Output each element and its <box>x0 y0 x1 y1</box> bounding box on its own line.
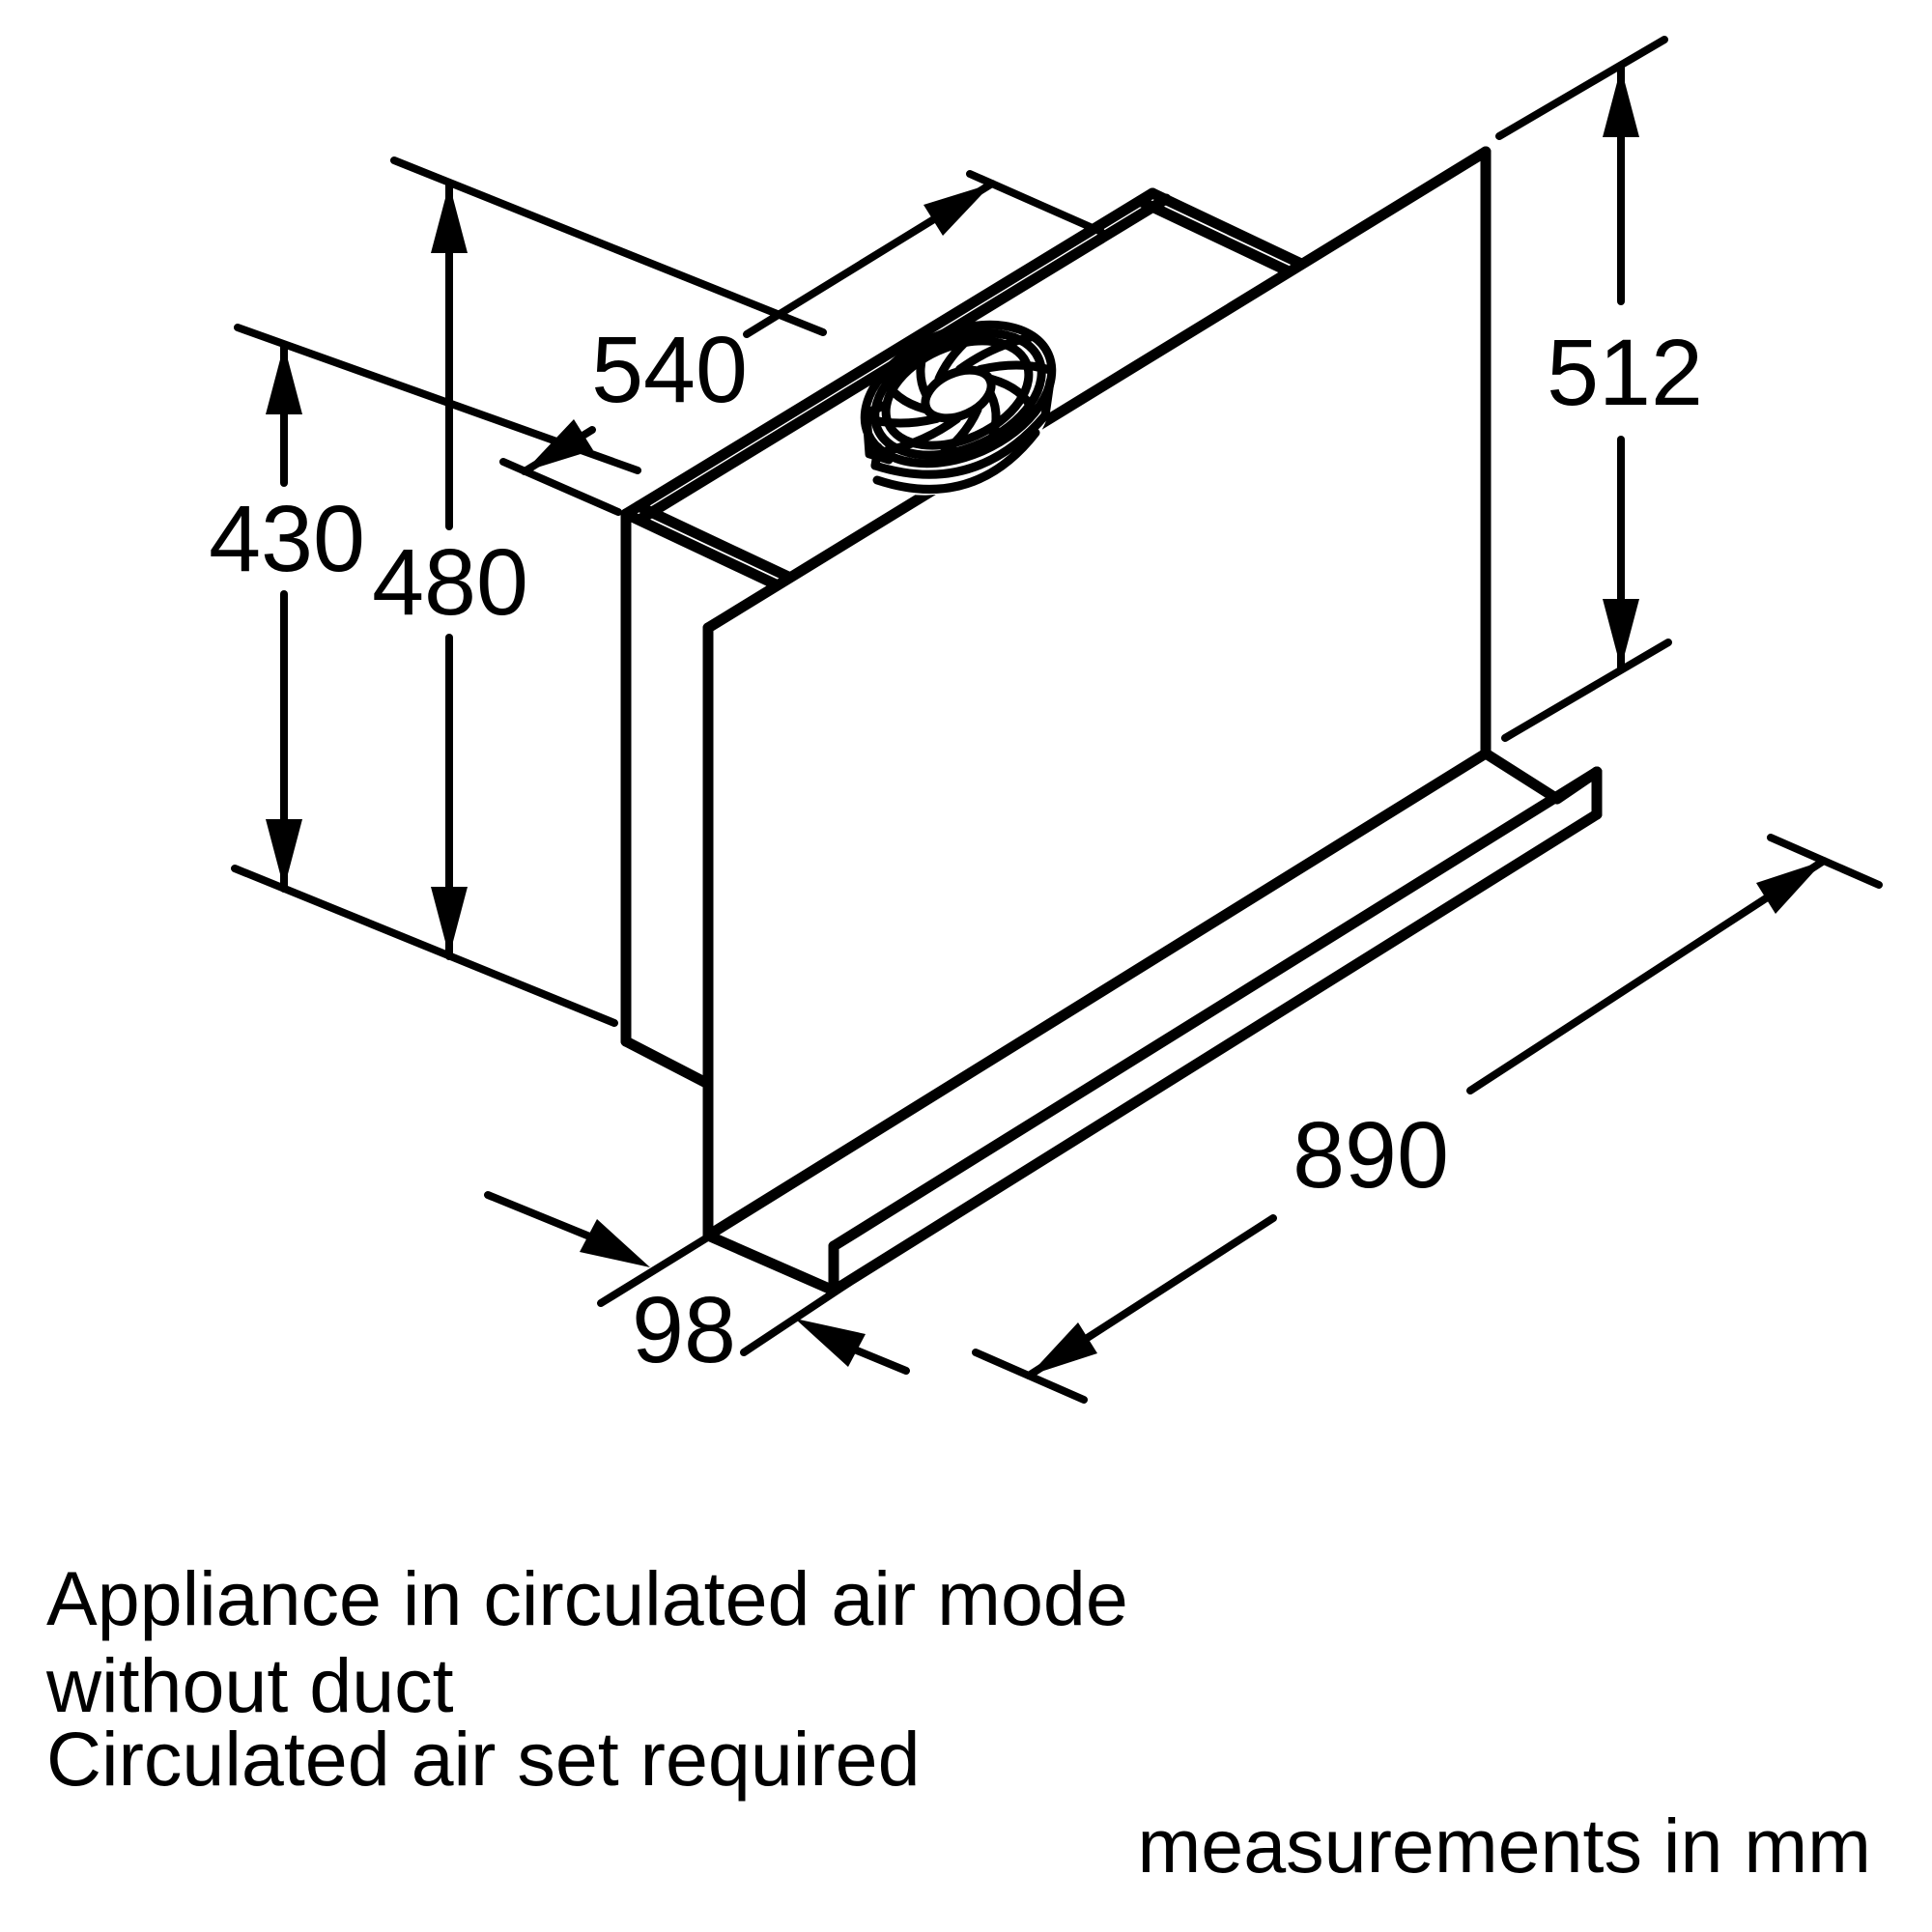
fan-outlet-icon <box>860 320 1057 496</box>
caption-line-1: Appliance in circulated air mode <box>46 1555 1128 1641</box>
hood-outline <box>620 146 1603 1296</box>
fan-blades <box>863 322 1054 467</box>
dim-label-bottom-width: 890 <box>1293 1102 1449 1208</box>
caption-units-note: measurements in mm <box>1138 1803 1872 1889</box>
dim-label-top-depth: 540 <box>591 317 748 422</box>
extension-lines <box>231 36 1883 1404</box>
duct-clamp-tab <box>862 401 894 465</box>
caption-line-2: without duct <box>45 1642 454 1728</box>
dim-label-left-outer-height: 480 <box>372 529 528 635</box>
dim-label-left-inner-height: 430 <box>209 486 365 591</box>
dimension-arrowheads <box>266 68 1824 1376</box>
caption-line-3: Circulated air set required <box>46 1716 921 1802</box>
hood-top-strip <box>620 146 1492 634</box>
dim-label-right-height: 512 <box>1547 320 1703 425</box>
dim-label-bottom-depth: 98 <box>632 1277 736 1382</box>
